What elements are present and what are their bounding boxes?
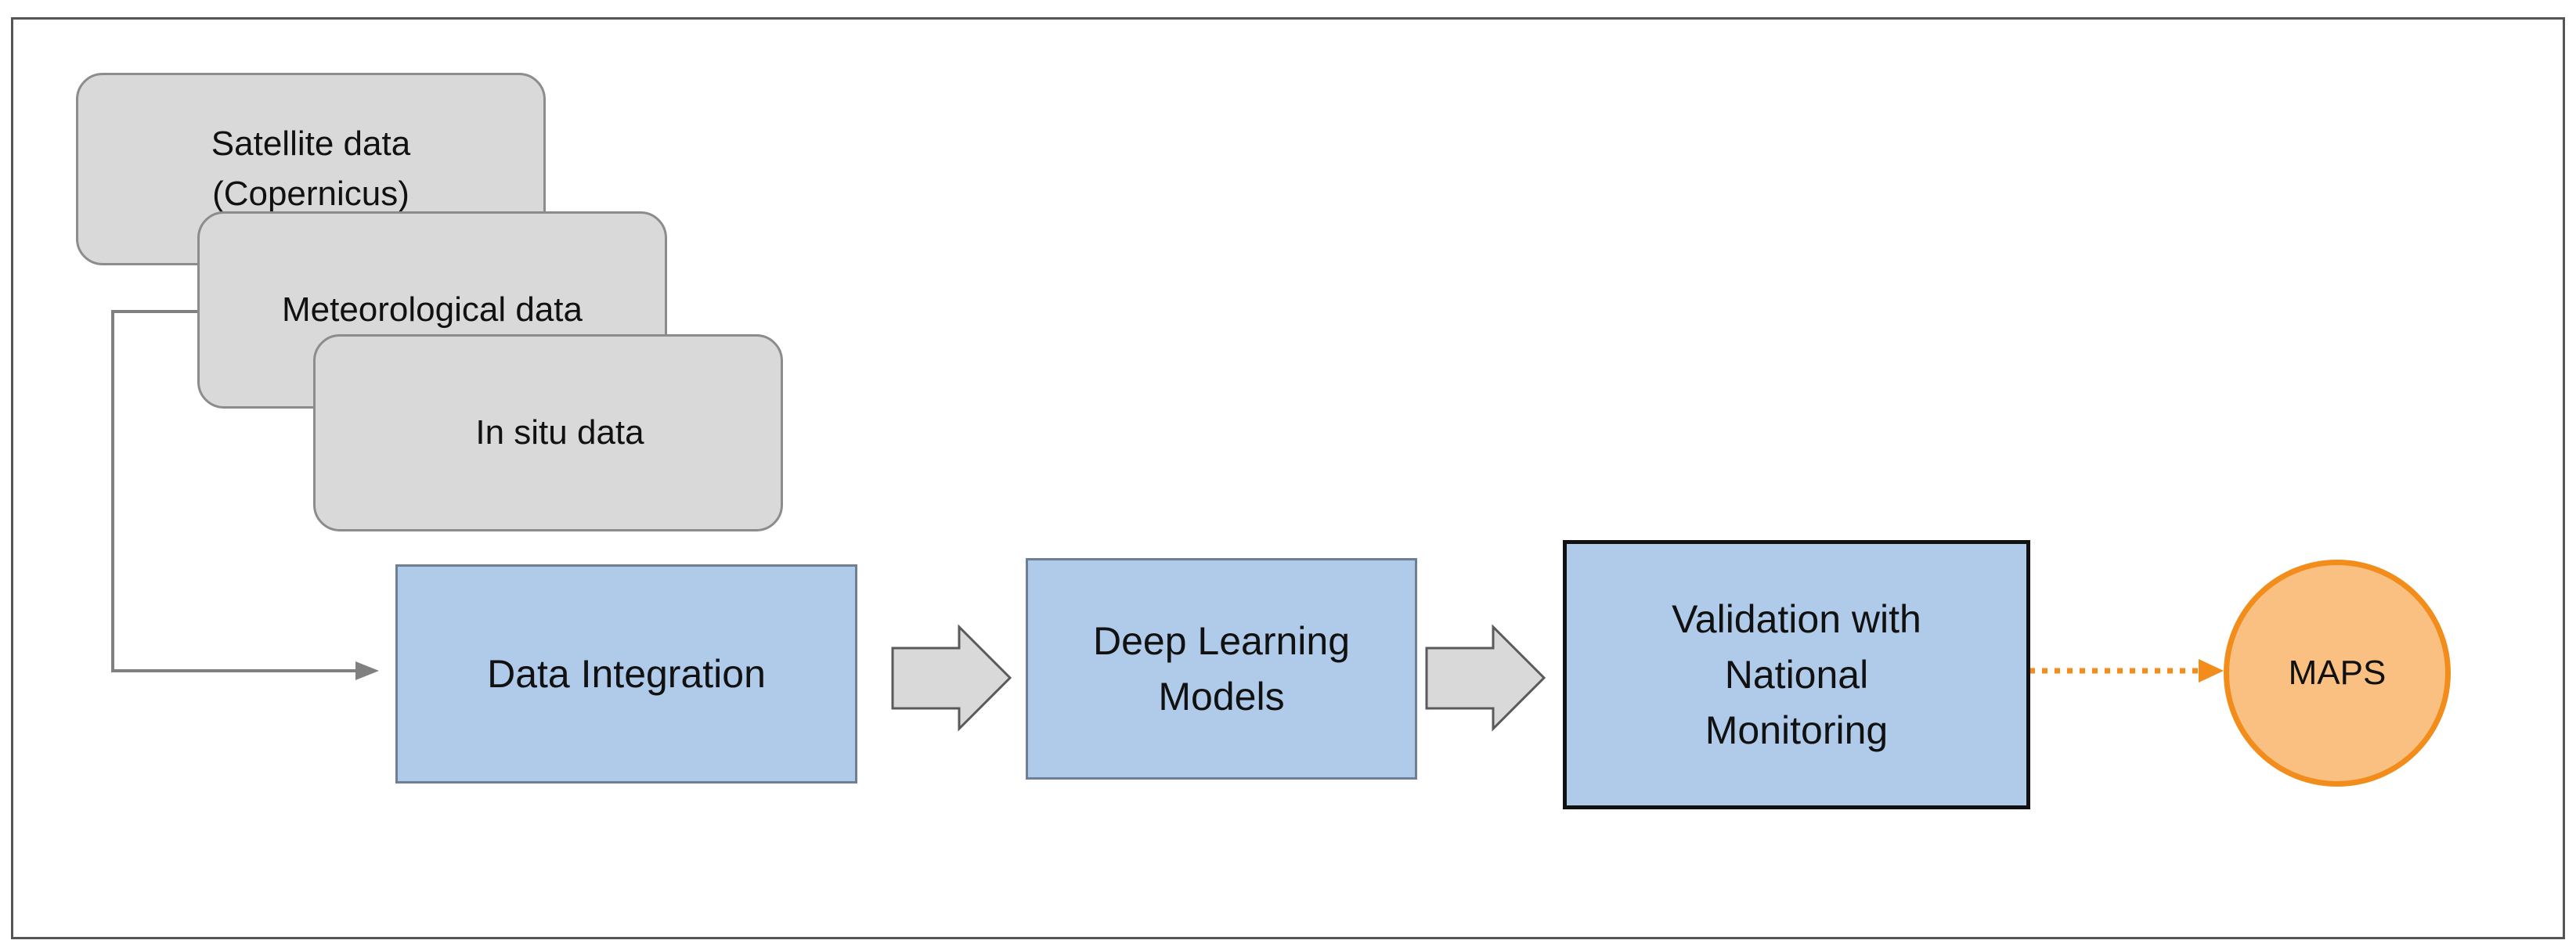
step-label-data-integration: Data Integration <box>487 651 766 696</box>
source-card-in-situ: In situ data <box>313 334 783 531</box>
output-maps-circle: MAPS <box>2224 560 2451 787</box>
step-validation: Validation with National Monitoring <box>1563 540 2030 809</box>
source-feed-line <box>111 310 360 672</box>
step-deep-learning-models: Deep Learning Models <box>1026 558 1417 780</box>
source-label-meteorological: Meteorological data <box>281 290 583 330</box>
step-data-integration: Data Integration <box>395 564 857 783</box>
step-label-deep-learning-models: Deep Learning Models <box>1092 618 1351 719</box>
source-label-in-situ: In situ data <box>475 413 644 452</box>
block-arrow-1 <box>891 624 1012 732</box>
output-dotted-arrowhead <box>2199 659 2224 683</box>
step-label-validation: Validation with National Monitoring <box>1672 596 1921 752</box>
output-label-maps: MAPS <box>2288 654 2387 692</box>
block-arrow-2 <box>1425 624 1546 732</box>
source-label-satellite: Satellite data (Copernicus) <box>211 124 411 213</box>
source-feed-arrowhead <box>355 661 379 680</box>
